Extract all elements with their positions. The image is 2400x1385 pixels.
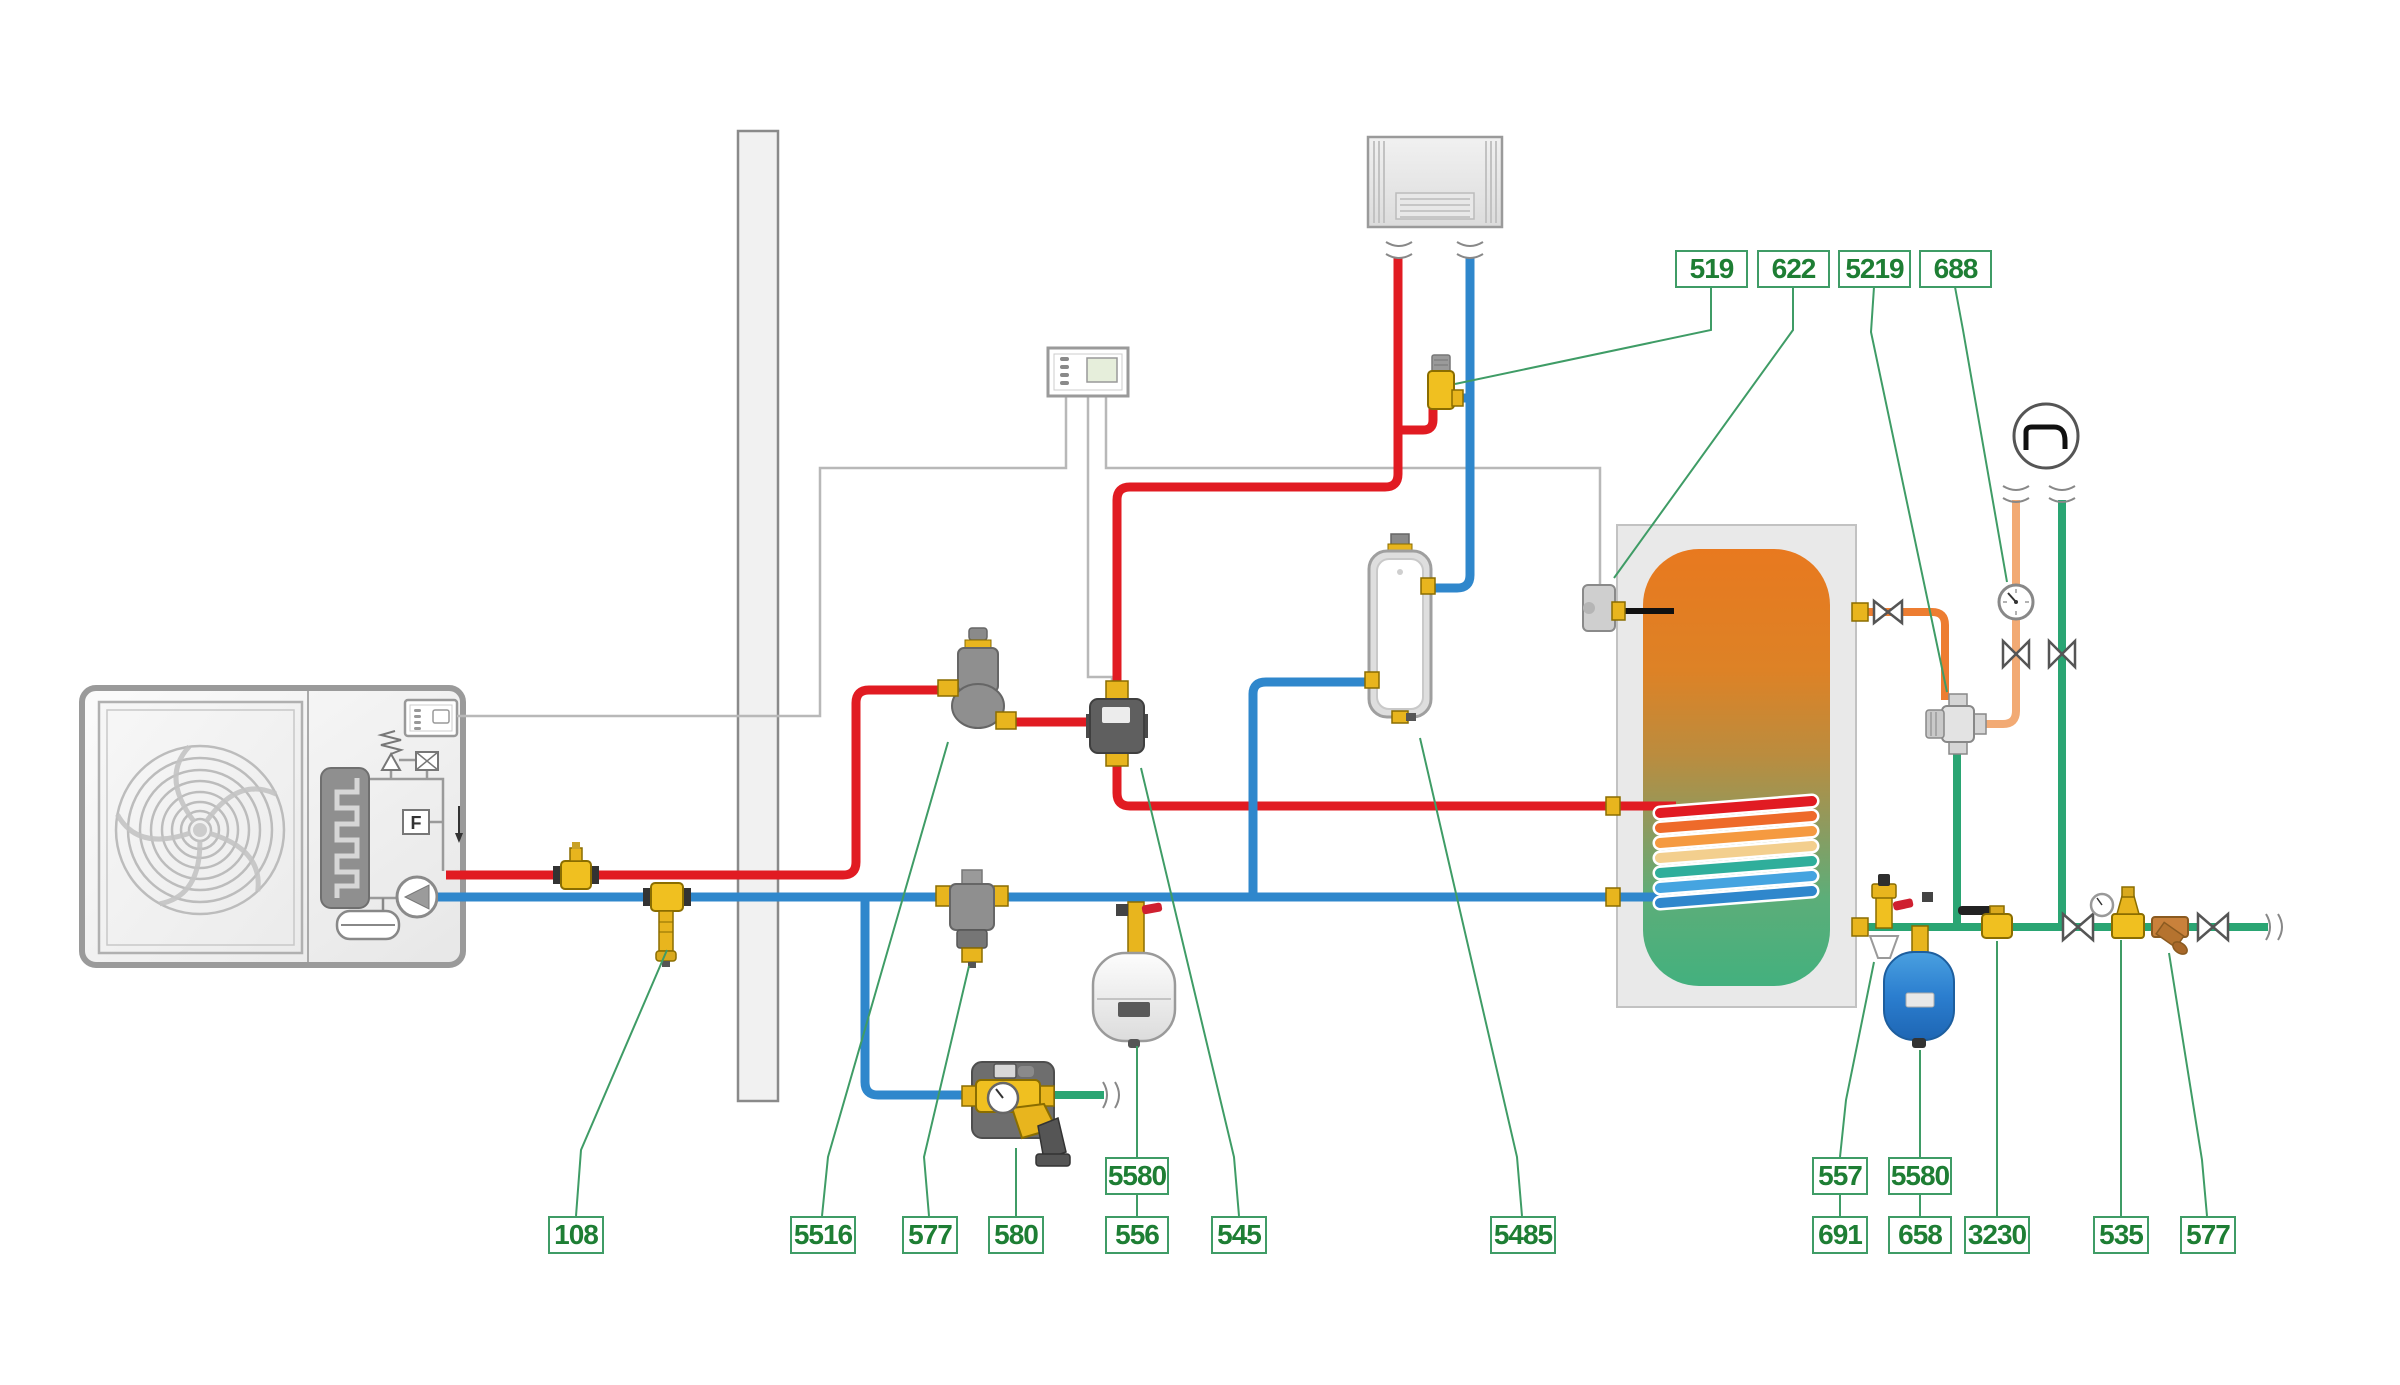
storage-tank [1616,524,1857,1008]
heat-pump-unit: F [79,685,466,968]
heat-pump-control-panel [403,698,459,738]
heat-meter-545 [1086,680,1148,767]
pipe-break-marks [1102,241,2283,1109]
pressure-reducing-valve-535 [2089,886,2145,939]
fan-coil-unit [1366,135,1504,229]
evaporator-coil [320,767,370,909]
separator-5485 [1364,533,1436,724]
wall [736,129,780,1103]
label-5219: 5219 [1838,250,1911,288]
air-separator-5516 [937,627,1017,730]
label-leader-lines [575,286,2208,1217]
safety-relief-group-557 [1868,874,1900,959]
gate-valve-cold-2 [2196,911,2230,943]
label-545: 545 [1211,1216,1267,1254]
strainer-577-right [2151,916,2189,955]
tank-fittings [1605,602,1869,937]
label-691: 691 [1812,1216,1868,1254]
filter-box: F [402,806,463,843]
gate-valve-cold-1 [2061,911,2095,943]
pipes [438,257,2268,1100]
dirt-separator-577-left [935,869,1009,968]
label-5580-left: 5580 [1105,1157,1169,1195]
shutoff-valve-hot-riser [2001,637,2031,671]
fill-drain-valve-108 [643,882,691,967]
circulation-pump-icon [395,875,439,919]
heating-flow-pipe [446,257,1676,880]
label-535: 535 [2093,1216,2149,1254]
fan-icon [114,744,286,916]
tap-icon [2012,402,2080,470]
dhw-expansion-vessel-658 [1883,951,1955,1048]
internal-expansion-vessel [335,898,401,941]
label-556: 556 [1105,1216,1169,1254]
tank-aquastat-sensor [1582,584,1674,632]
label-519: 519 [1675,250,1748,288]
safety-valve-icon [377,730,405,771]
label-5516: 5516 [790,1216,856,1254]
fast-valve-5580-left [1116,901,1163,955]
label-3230: 3230 [1964,1216,2030,1254]
solenoid-valve-icon [415,751,439,771]
label-580: 580 [988,1216,1044,1254]
tank-body [1643,549,1830,986]
label-557: 557 [1812,1157,1868,1195]
ball-valve-3230 [1958,905,2013,939]
bypass-valve-519 [1427,354,1464,410]
tank-heating-coil [1652,793,1820,911]
shutoff-valve-red-line [553,842,599,890]
label-577-right: 577 [2180,1216,2236,1254]
room-thermostat [1046,346,1130,398]
label-622: 622 [1757,250,1830,288]
label-688: 688 [1919,250,1992,288]
filling-unit-580 [961,1061,1071,1167]
pressure-gauge-688 [1997,583,2035,621]
dhw-hot-pipe [1866,608,1949,700]
expansion-vessel-556 [1091,951,1177,1048]
label-108: 108 [548,1216,604,1254]
mixing-valve-5219 [1925,693,1987,755]
label-5580-right: 5580 [1888,1157,1952,1195]
dhw-mixed-pipe [1983,500,2020,728]
check-valve-icon [1872,598,1904,626]
label-658: 658 [1888,1216,1952,1254]
label-577-left: 577 [902,1216,958,1254]
shutoff-valve-cold-riser [2047,637,2077,671]
filter-label: F [411,813,422,833]
discharge-funnel-691 [1868,935,1900,959]
label-5485: 5485 [1490,1216,1556,1254]
